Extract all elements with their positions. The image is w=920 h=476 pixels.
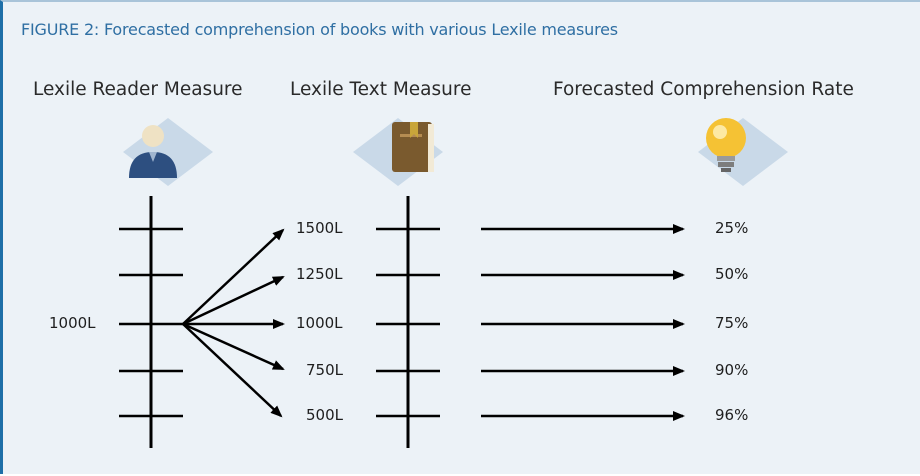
book-icon (348, 110, 458, 194)
text-measure-label: 1000L (296, 314, 343, 332)
lightbulb-icon (688, 110, 798, 194)
text-measure-label: 750L (306, 361, 343, 379)
comprehension-rate-label: 50% (715, 265, 749, 283)
arrow-to-500L (182, 323, 283, 418)
reader-measure-heading: Lexile Reader Measure (33, 79, 243, 100)
reader-measure-label: 1000L (49, 314, 96, 332)
comprehension-rate-label: 75% (715, 314, 749, 332)
comprehension-rate-label: 96% (715, 406, 749, 424)
text-measure-label: 1500L (296, 219, 343, 237)
comprehension-rate-heading: Forecasted Comprehension Rate (553, 79, 854, 100)
arrow-to-1500L (182, 228, 285, 325)
comprehension-rate-label: 90% (715, 361, 749, 379)
arrow-to-1250L (182, 275, 285, 326)
person-icon (113, 110, 223, 194)
figure-title: FIGURE 2: Forecasted comprehension of bo… (21, 20, 618, 39)
arrow-to-750L (182, 322, 285, 371)
diagram-lines (119, 196, 685, 448)
text-measure-label: 1250L (296, 265, 343, 283)
text-measure-heading: Lexile Text Measure (290, 79, 472, 100)
comprehension-rate-label: 25% (715, 219, 749, 237)
text-measure-label: 500L (306, 406, 343, 424)
